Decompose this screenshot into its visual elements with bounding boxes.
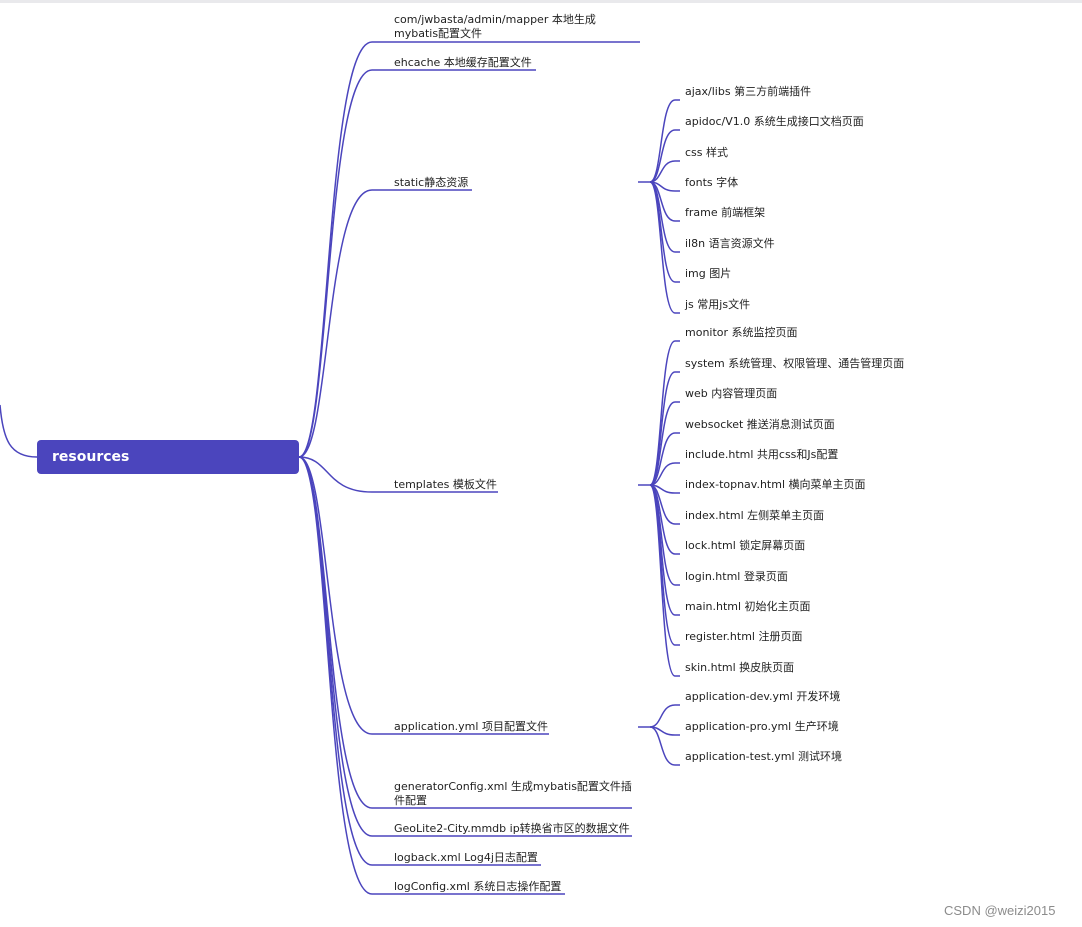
- root-incoming-connector: [0, 404, 38, 458]
- app-child-test[interactable]: application-test.yml 测试环境: [685, 750, 843, 763]
- connector-level1-3: [298, 456, 498, 493]
- templates-child-register[interactable]: register.html 注册页面: [685, 630, 803, 643]
- node-static[interactable]: static静态资源: [394, 176, 469, 189]
- app-child-dev[interactable]: application-dev.yml 开发环境: [685, 690, 841, 703]
- templates-child-lock[interactable]: lock.html 锁定屏幕页面: [685, 539, 806, 552]
- connector-application-0: [649, 704, 680, 728]
- connector-level1-2: [298, 189, 472, 458]
- connector-templates-4: [649, 462, 680, 486]
- node-geolite[interactable]: GeoLite2-City.mmdb ip转换省市区的数据文件: [394, 822, 630, 835]
- connector-level1-8: [298, 456, 565, 895]
- connector-level1-5: [298, 456, 632, 809]
- templates-child-monitor[interactable]: monitor 系统监控页面: [685, 326, 798, 339]
- static-child-frame[interactable]: frame 前端框架: [685, 206, 766, 219]
- connector-application-2: [649, 726, 680, 766]
- templates-child-index-topnav[interactable]: index-topnav.html 横向菜单主页面: [685, 478, 866, 491]
- connector-templates-9: [649, 484, 680, 616]
- static-child-apidoc[interactable]: apidoc/V1.0 系统生成接口文档页面: [685, 115, 864, 128]
- templates-child-index[interactable]: index.html 左侧菜单主页面: [685, 509, 825, 522]
- node-application-yml[interactable]: application.yml 项目配置文件: [394, 720, 548, 733]
- connector-templates-3: [649, 432, 680, 486]
- connector-static-0: [649, 99, 680, 183]
- templates-child-websocket[interactable]: websocket 推送消息测试页面: [685, 418, 835, 431]
- connector-static-7: [649, 181, 680, 314]
- connector-templates-2: [649, 401, 680, 486]
- templates-child-include[interactable]: include.html 共用css和Js配置: [685, 448, 839, 461]
- templates-child-system[interactable]: system 系统管理、权限管理、通告管理页面: [685, 357, 905, 370]
- connector-level1-0: [298, 41, 640, 458]
- app-child-pro[interactable]: application-pro.yml 生产环境: [685, 720, 839, 733]
- static-child-il8n[interactable]: il8n 语言资源文件: [685, 237, 775, 250]
- static-child-css[interactable]: css 样式: [685, 146, 729, 159]
- node-generator-config[interactable]: generatorConfig.xml 生成mybatis配置文件插件配置: [394, 780, 632, 807]
- connector-static-2: [649, 160, 680, 183]
- connector-templates-1: [649, 371, 680, 486]
- static-child-fonts[interactable]: fonts 字体: [685, 176, 739, 189]
- static-child-js[interactable]: js 常用js文件: [685, 298, 751, 311]
- top-border: [0, 0, 1082, 3]
- root-node-resources[interactable]: resources: [37, 440, 299, 474]
- static-child-ajax[interactable]: ajax/libs 第三方前端插件: [685, 85, 812, 98]
- node-ehcache[interactable]: ehcache 本地缓存配置文件: [394, 56, 532, 69]
- templates-child-login[interactable]: login.html 登录页面: [685, 570, 788, 583]
- connector-level1-1: [298, 69, 536, 458]
- templates-child-web[interactable]: web 内容管理页面: [685, 387, 778, 400]
- node-templates[interactable]: templates 模板文件: [394, 478, 497, 491]
- connector-static-1: [649, 129, 680, 183]
- static-child-img[interactable]: img 图片: [685, 267, 732, 280]
- templates-child-skin[interactable]: skin.html 换皮肤页面: [685, 661, 795, 674]
- connector-level1-4: [298, 456, 549, 735]
- templates-child-main[interactable]: main.html 初始化主页面: [685, 600, 811, 613]
- connector-templates-11: [649, 484, 680, 677]
- node-logconfig[interactable]: logConfig.xml 系统日志操作配置: [394, 880, 562, 893]
- node-mapper[interactable]: com/jwbasta/admin/mapper 本地生成mybatis配置文件: [394, 13, 596, 40]
- node-logback[interactable]: logback.xml Log4j日志配置: [394, 851, 538, 864]
- connector-static-6: [649, 181, 680, 283]
- csdn-watermark: CSDN @weizi2015: [944, 903, 1056, 918]
